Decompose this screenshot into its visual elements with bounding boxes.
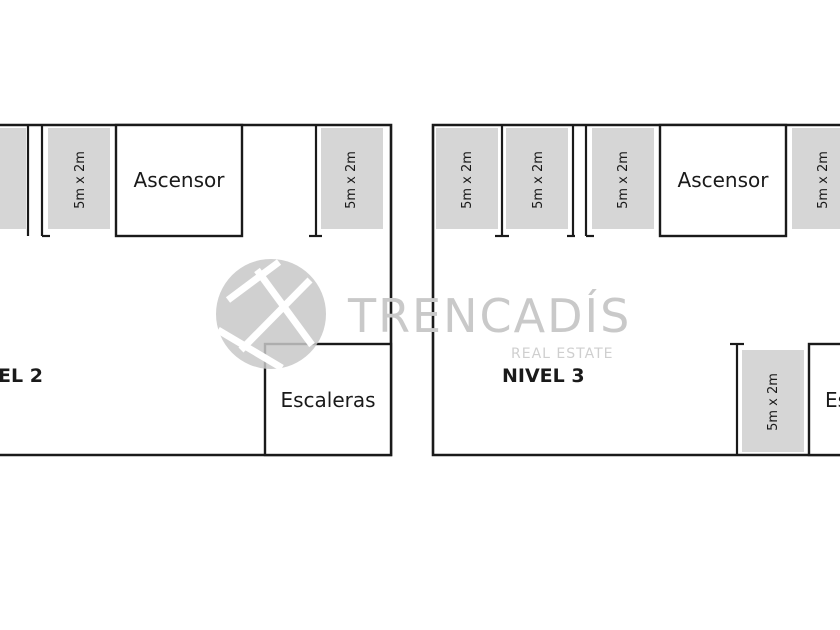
level-3-parking-spot-1-label: 5m x 2m (460, 151, 475, 209)
level-3-parking-spot-5 (742, 350, 804, 452)
level-2-elevator-label: Ascensor (134, 168, 226, 192)
level-2-elevator (114, 123, 244, 238)
trencadis-logo-icon (216, 259, 326, 372)
level-3-outer-wall (431, 123, 840, 457)
level-2-parking-spot-2-label: 5m x 2m (73, 151, 88, 209)
level-3-parking-spot-2 (506, 128, 568, 229)
level-2-plan: 5m x 2m Ascensor 5m x 2m Escaleras EL 2 (0, 123, 393, 457)
level-3-label: NIVEL 3 (502, 365, 585, 387)
level-3-stairs (807, 342, 840, 457)
level-2-stairs-label: Escaleras (280, 388, 375, 412)
level-3-parking-spot-3-label: 5m x 2m (616, 151, 631, 209)
watermark-tagline: REAL ESTATE (511, 346, 614, 362)
level-3-stairs-label: Es (825, 388, 840, 412)
level-3-parking-spot-5-label: 5m x 2m (766, 373, 781, 431)
level-3-parking-spot-2-label: 5m x 2m (531, 151, 546, 209)
level-2-parking-spot-3 (321, 128, 383, 229)
level-2-parking-spot-3-label: 5m x 2m (344, 151, 359, 209)
level-3-parking-spot-4-label: 5m x 2m (816, 151, 831, 209)
level-3-plan: 5m x 2m 5m x 2m 5m x 2m Ascensor 5m x 2m… (431, 123, 840, 457)
level-3-parking-spot-1 (436, 128, 498, 229)
watermark: TRENCADÍS REAL ESTATE (216, 259, 631, 372)
level-3-elevator (658, 123, 788, 238)
level-2-label: EL 2 (0, 365, 43, 387)
watermark-brand: TRENCADÍS (347, 289, 631, 343)
level-2-parking-spot-2 (48, 128, 110, 229)
level-3-parking-spot-4 (792, 128, 840, 229)
level-2-parking-spot-1 (0, 128, 26, 229)
level-3-elevator-label: Ascensor (678, 168, 770, 192)
level-3-parking-spot-3 (592, 128, 654, 229)
